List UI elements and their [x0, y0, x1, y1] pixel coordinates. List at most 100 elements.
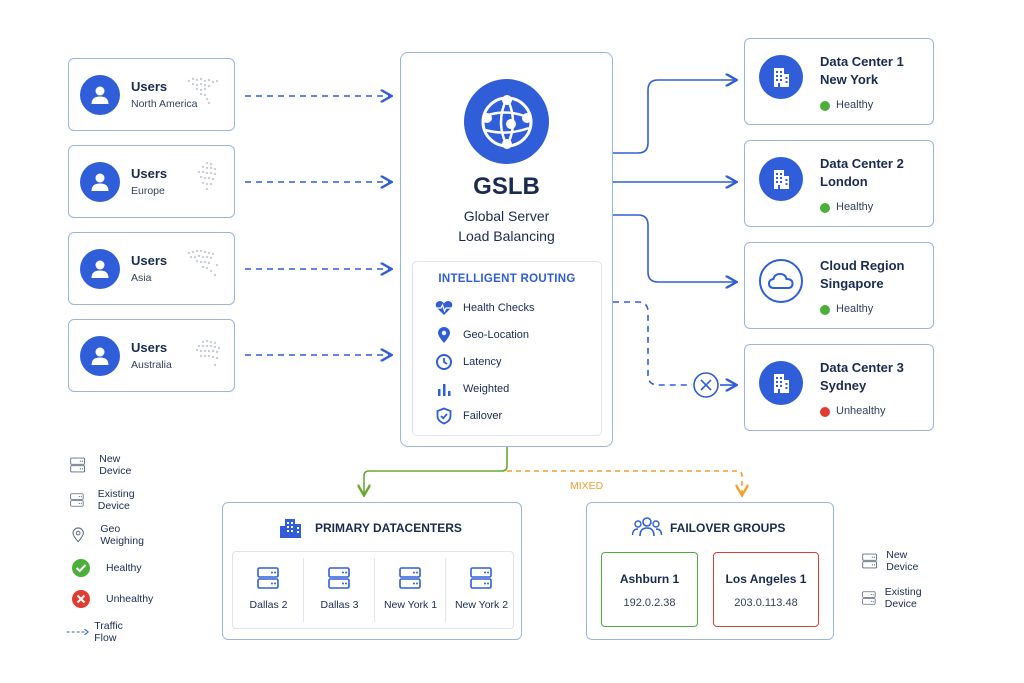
legend-label: Traffic Flow	[94, 620, 123, 644]
healthy-status-dot	[820, 305, 830, 315]
routing-item-label: Latency	[463, 356, 502, 368]
group-ip: 203.0.113.48	[734, 597, 798, 609]
cloud-icon	[759, 259, 803, 303]
clock-icon	[436, 354, 452, 370]
dc-title-line2: New York	[820, 72, 879, 87]
route-line-dc3	[613, 301, 692, 386]
gslb-subtitle-line2: Load Balancing	[458, 228, 555, 244]
dc-title-line2: Sydney	[820, 378, 867, 393]
server-label: Dallas 3	[320, 599, 359, 611]
routing-item-geo-location: Geo-Location	[435, 325, 529, 345]
dc-title-line1: Data Center 3	[820, 360, 904, 375]
routing-item-failover: Failover	[435, 406, 502, 426]
australia-map-dots-icon	[195, 339, 221, 367]
building-icon	[759, 157, 803, 201]
failover-group-ashburn[interactable]: Ashburn 1 192.0.2.38	[601, 552, 698, 627]
routing-item-latency: Latency	[435, 352, 502, 372]
user-card-asia[interactable]: Users Asia	[68, 232, 235, 305]
user-avatar-icon	[80, 162, 120, 202]
legend-new-device: New Device	[70, 453, 138, 477]
failover-group-los-angeles[interactable]: Los Angeles 1 203.0.113.48	[713, 552, 819, 627]
mixed-label: MIXED	[570, 480, 604, 492]
user-title: Users	[131, 79, 168, 94]
server-new-york-2[interactable]: New York 2	[446, 552, 517, 624]
legend-existing-device-right: Existing Device	[862, 586, 930, 610]
cloud-region-card-singapore[interactable]: Cloud Region Singapore Healthy	[744, 242, 934, 329]
user-avatar-icon	[80, 249, 120, 289]
user-avatar-icon	[80, 336, 120, 376]
dc-title-line2: Singapore	[820, 276, 884, 291]
user-card-australia[interactable]: Users Australia	[68, 319, 235, 392]
location-pin-icon	[438, 327, 450, 343]
server-icon	[862, 591, 876, 605]
legend-existing-device: Existing Device	[70, 488, 143, 512]
server-icon	[862, 553, 878, 569]
server-dallas-2[interactable]: Dallas 2	[233, 552, 304, 624]
server-icon	[470, 567, 492, 589]
routing-item-weighted: Weighted	[435, 379, 509, 399]
routing-item-health-checks: Health Checks	[435, 298, 535, 318]
dc-title-line1: Cloud Region	[820, 258, 905, 273]
mixed-flow-line	[507, 470, 742, 494]
primary-title: PRIMARY DATACENTERS	[315, 521, 462, 535]
dashed-arrow-icon	[66, 628, 89, 636]
dc-title-line1: Data Center 1	[820, 54, 904, 69]
legend-unhealthy: Unhealthy	[70, 588, 153, 610]
user-region: Asia	[131, 272, 152, 284]
gslb-card[interactable]: GSLB Global Server Load Balancing INTELL…	[400, 52, 613, 447]
user-card-north-america[interactable]: Users North America	[68, 58, 235, 131]
server-label: Dallas 2	[249, 599, 288, 611]
legend-label: Existing Device	[884, 586, 922, 610]
server-dallas-3[interactable]: Dallas 3	[304, 552, 375, 624]
route-line-cloud	[613, 214, 735, 282]
legend-new-device-right: New Device	[862, 549, 925, 573]
location-pin-icon	[72, 527, 84, 543]
server-icon	[70, 493, 84, 507]
legend-label: Healthy	[106, 562, 142, 574]
server-label: New York 2	[454, 599, 509, 611]
primary-datacenters-card[interactable]: PRIMARY DATACENTERS Dallas 2 Dallas 3 Ne…	[222, 502, 522, 640]
x-circle-icon	[72, 590, 90, 608]
server-icon	[399, 567, 421, 589]
legend-label: New Device	[886, 549, 919, 573]
bar-chart-icon	[438, 384, 451, 396]
server-icon	[70, 457, 86, 473]
legend-label: Existing Device	[97, 488, 135, 512]
datacenter-card-new-york[interactable]: Data Center 1 New York Healthy	[744, 38, 934, 125]
user-avatar-icon	[80, 75, 120, 115]
primary-flow-line	[364, 447, 508, 494]
routing-item-label: Failover	[463, 410, 503, 422]
server-label: New York 1	[383, 599, 438, 611]
world-map-dots-icon	[187, 77, 219, 105]
globe-network-icon	[464, 79, 549, 164]
legend-label: Unhealthy	[106, 593, 154, 605]
failover-groups-card[interactable]: FAILOVER GROUPS Ashburn 1 192.0.2.38 Los…	[586, 502, 834, 640]
user-region: North America	[131, 98, 198, 110]
building-icon	[759, 55, 803, 99]
europe-map-dots-icon	[197, 161, 217, 191]
building-icon	[759, 361, 803, 405]
route-line-dc1	[613, 80, 735, 154]
failover-title: FAILOVER GROUPS	[670, 521, 786, 535]
user-title: Users	[131, 253, 168, 268]
datacenter-card-sydney[interactable]: Data Center 3 Sydney Unhealthy	[744, 344, 934, 431]
dc-status: Unhealthy	[836, 405, 886, 417]
legend-label: Geo Weighing	[100, 523, 144, 547]
legend-label: New Device	[99, 453, 132, 477]
dc-status: Healthy	[836, 303, 874, 315]
legend-traffic-flow: Traffic Flow	[66, 620, 133, 644]
user-title: Users	[131, 166, 168, 181]
server-new-york-1[interactable]: New York 1	[375, 552, 446, 624]
datacenter-card-london[interactable]: Data Center 2 London Healthy	[744, 140, 934, 227]
routing-title: INTELLIGENT ROUTING	[438, 273, 576, 285]
user-region: Australia	[131, 359, 172, 371]
routing-item-label: Weighted	[463, 383, 510, 395]
unhealthy-status-dot	[820, 407, 830, 417]
dc-title-line1: Data Center 2	[820, 156, 904, 171]
server-icon	[257, 567, 279, 589]
divider	[445, 558, 446, 622]
dc-status: Healthy	[836, 99, 874, 111]
user-card-europe[interactable]: Users Europe	[68, 145, 235, 218]
user-region: Europe	[131, 185, 165, 197]
